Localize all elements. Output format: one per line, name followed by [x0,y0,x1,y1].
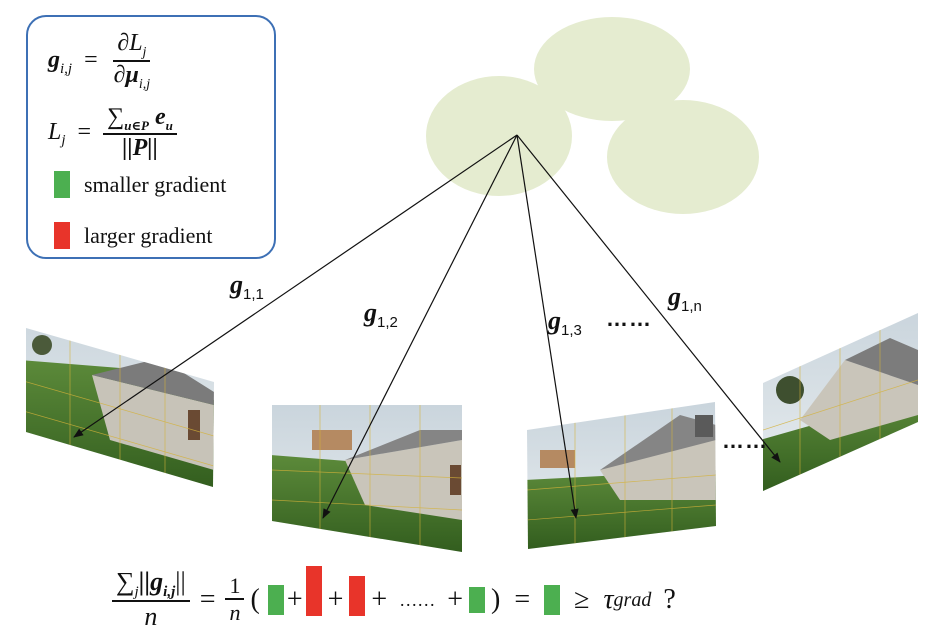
label-g11-symbol: g [230,270,243,299]
formula-green-result [544,585,561,615]
n-denominator: n [229,600,241,626]
red-swatch [54,222,70,249]
avg-norm-close: || [175,566,186,596]
legend-equation-gradient: gi,j = ∂Lj ∂μi,j [48,30,154,93]
ellipsis-images: …… [722,428,768,453]
formula-red-1 [305,566,322,616]
g-symbol: g [48,47,60,74]
arrow-g1n [516,134,781,463]
cloud-ellipse-right [607,100,759,214]
arrow-g13 [516,134,579,519]
error-symbol: e [154,104,166,130]
question-mark: ? [663,584,676,615]
avg-norm-sub: i,j [163,583,176,600]
loss-symbol: L [48,118,62,145]
formula-ellipsis: …… [399,589,436,610]
one-numerator: 1 [225,574,245,601]
partial-mu-sub: i,j [138,76,151,92]
cloud-ellipse-top [534,17,690,121]
label-g13-sub: 1,3 [561,322,582,340]
label-g11: g1,1 [230,270,264,303]
error-subscript: u [165,117,173,133]
loss-subscript: j [61,132,66,149]
ellipsis-gradients: …… [606,306,652,331]
plus-4: + [447,584,463,615]
avg-sum-symbol: ∑ [116,566,135,596]
camera-image-1 [26,328,214,487]
avg-denominator: n [144,602,158,632]
label-g13-symbol: g [548,306,561,335]
label-g1n-sub: 1,n [681,298,702,316]
smaller-gradient-label: smaller gradient [84,172,227,197]
gradient-arrows [73,134,781,519]
avg-norm-open: ||g [138,566,164,596]
legend-equation-loss: Lj = ∑u∈P eu ||P|| [48,104,177,163]
close-paren: ) [491,584,501,615]
label-g11-sub: 1,1 [243,286,264,304]
g-subscript: i,j [60,60,73,77]
tau-subscript: grad [613,588,652,611]
point-cloud [426,17,759,214]
formula-red-2 [349,576,366,616]
larger-gradient-label: larger gradient [84,223,213,248]
partial-L: ∂L [117,30,143,56]
label-g13: g1,3 [548,306,582,339]
plus-3: + [371,584,388,615]
partial-mu: ∂μ [113,62,139,89]
plus-1: + [286,584,303,615]
formula-green-2 [469,587,485,613]
open-paren: ( [250,584,260,615]
tau-symbol: τ [603,584,614,615]
arrow-g12 [322,134,518,519]
partial-L-sub: j [142,44,147,60]
equals-2: = [514,584,531,615]
label-g1n: g1,n [668,282,702,315]
plus-2: + [327,584,344,615]
legend-box [26,15,276,259]
arrow-g11 [73,134,518,438]
sum-symbol: ∑ [107,104,125,130]
point-count: ||P|| [122,135,158,162]
label-g12-symbol: g [364,298,377,327]
avg-sum-sub: j [134,583,139,600]
green-swatch [54,171,70,198]
formula-green-1 [267,585,284,615]
cloud-ellipse-left [426,76,572,196]
average-fraction: ∑j||gi,j|| n [112,566,190,633]
label-g12: g1,2 [364,298,398,331]
one-over-n: 1 n [225,574,245,626]
partial-fraction: ∂Lj ∂μi,j [110,30,155,93]
sum-subscript: u∈P [124,117,149,133]
camera-image-4 [763,313,918,491]
label-g1n-symbol: g [668,282,681,311]
geq-sign: ≥ [574,584,590,615]
label-g12-sub: 1,2 [377,314,398,332]
camera-image-3 [527,402,716,549]
loss-fraction: ∑u∈P eu ||P|| [103,104,177,163]
equals-1: = [199,584,216,615]
